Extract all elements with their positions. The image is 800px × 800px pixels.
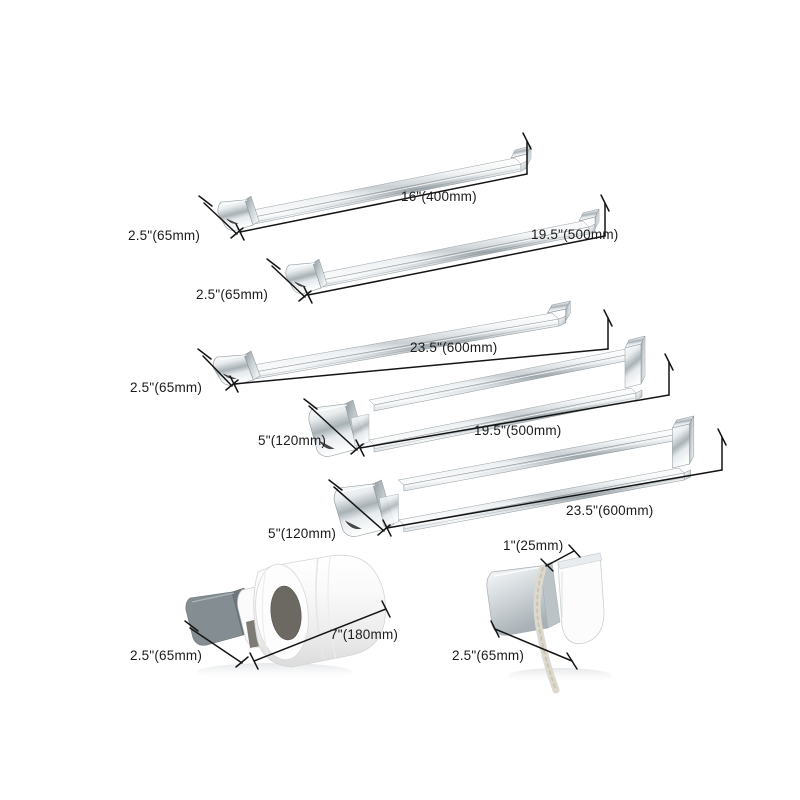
dimension-label-bar2-length: 19.5"(500mm) <box>531 227 619 242</box>
dimension-line-bar1-depth <box>198 195 244 239</box>
product-single-towel-bar-400 <box>198 132 532 241</box>
product-single-towel-bar-600 <box>197 300 613 393</box>
dimension-line-tp-depth <box>184 620 249 668</box>
dimension-line-bar4-depth <box>303 398 364 455</box>
dimension-label-bar4-depth: 5"(120mm) <box>258 433 327 448</box>
dimension-line-bar2-length <box>303 194 610 304</box>
dimension-label-bar5-depth: 5"(120mm) <box>268 526 337 541</box>
product-robe-hook <box>486 544 612 694</box>
product-toilet-paper-holder <box>184 554 391 681</box>
dimension-line-bar5-depth <box>328 479 391 536</box>
dimension-line-bar1-length <box>235 132 532 241</box>
product-double-towel-bar-500 <box>303 335 674 457</box>
dimension-label-bar5-length: 23.5"(600mm) <box>566 503 654 518</box>
dimension-line-hook-length <box>540 544 581 572</box>
dimension-label-bar1-depth: 2.5"(65mm) <box>128 228 201 243</box>
dimension-label-bar3-depth: 2.5"(65mm) <box>130 380 203 395</box>
dimension-line-tp-length <box>249 600 391 670</box>
dimension-label-tp-length: 7"(180mm) <box>330 627 399 642</box>
product-single-towel-bar-500 <box>266 194 610 304</box>
dimension-label-hook-depth: 2.5"(65mm) <box>452 648 525 663</box>
dimension-line-bar2-depth <box>266 258 312 302</box>
dimension-label-bar4-length: 19.5"(500mm) <box>474 423 562 438</box>
dimension-label-bar1-length: 16"(400mm) <box>401 189 477 204</box>
dimension-label-bar3-length: 23.5"(600mm) <box>410 340 498 355</box>
dimension-label-tp-depth: 2.5"(65mm) <box>130 648 203 663</box>
dimension-line-bar3-depth <box>197 348 239 391</box>
product-double-towel-bar-600 <box>328 415 727 538</box>
dimension-label-hook-length: 1"(25mm) <box>503 538 564 553</box>
dimension-line-bar4-length <box>355 353 674 457</box>
dimension-line-hook-depth <box>490 620 578 670</box>
dimension-label-bar2-depth: 2.5"(65mm) <box>196 287 269 302</box>
